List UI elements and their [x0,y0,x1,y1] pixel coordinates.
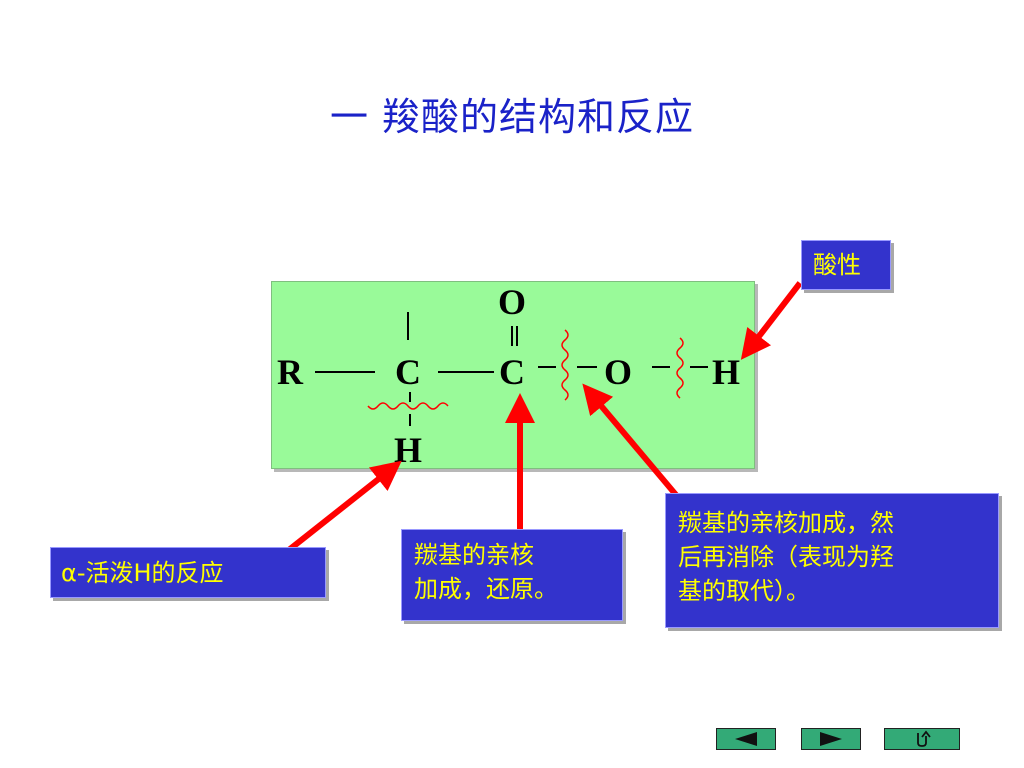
bond-double-right [516,326,518,346]
label-carbonyl-addition-line-2: 加成，还原。 [414,575,558,603]
formula-box [271,281,755,469]
bond-c-up [407,312,409,340]
bond-o-h-left [652,366,670,368]
cleavage-mark-oh [676,337,684,399]
atom-h-hydroxyl: H [712,352,741,392]
label-substitution-line-1: 羰基的亲核加成，然 [678,509,894,537]
arrow-alpha-h [283,460,402,556]
bond-c-o-right [577,366,597,368]
triangle-left-icon [735,732,757,746]
bond-c-o-left [538,366,556,368]
triangle-right-icon [820,732,842,746]
return-button[interactable] [884,728,960,750]
next-slide-button[interactable] [801,728,861,750]
label-substitution-line-2: 后再消除（表现为羟 [678,543,894,571]
label-substitution-line-3: 基的取代）。 [678,577,810,605]
label-carbonyl-addition-line-1: 羰基的亲核 [414,541,534,569]
arrow-substitution [582,383,685,504]
bond-c-c [438,371,494,373]
atom-c-carbonyl: C [499,352,525,392]
label-substitution: 羰基的亲核加成，然 后再消除（表现为羟 基的取代）。 [665,493,999,628]
atom-r: R [277,352,303,392]
cleavage-mark-acyl [561,329,569,401]
bond-o-h-right [690,366,708,368]
atom-o-carbonyl: O [498,282,527,322]
slide-title: 一 羧酸的结构和反应 [329,95,695,139]
return-arrow-icon [917,730,931,747]
cleavage-mark-alpha [367,402,449,410]
label-alpha-h: α-活泼H的反应 [50,547,326,598]
arrow-acidity [740,281,803,360]
label-carbonyl-addition: 羰基的亲核 加成，还原。 [401,529,623,621]
atom-c-alpha: C [395,352,421,392]
bond-c-h-down-1 [409,392,411,402]
bond-double-left [511,326,513,346]
prev-slide-button[interactable] [716,728,776,750]
label-acidity: 酸性 [801,240,891,290]
bond-c-h-down-2 [409,414,411,426]
bond-r-c [315,371,375,373]
